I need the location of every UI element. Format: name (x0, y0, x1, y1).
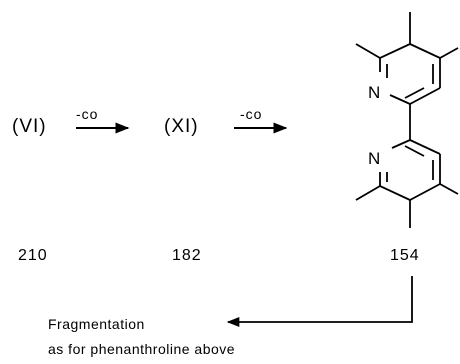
arrow-label-1: -co (76, 106, 99, 122)
note-line-2: as for phenanthroline above (48, 341, 236, 357)
note-line-1: Fragmentation (48, 316, 145, 332)
compound-xi-label: (XI) (164, 116, 199, 137)
lower-pyridine-ring (355, 139, 459, 228)
mass-154: 154 (390, 247, 420, 264)
compound-vi-label: (VI) (12, 116, 47, 137)
mass-182: 182 (172, 247, 202, 264)
fragmentation-arrow (226, 276, 413, 328)
nitrogen-atom-lower: N (368, 149, 380, 168)
arrow-label-2: -co (240, 106, 263, 122)
mass-210: 210 (18, 247, 48, 264)
nitrogen-atom-upper: N (368, 83, 380, 102)
upper-pyridine-ring (355, 12, 459, 140)
